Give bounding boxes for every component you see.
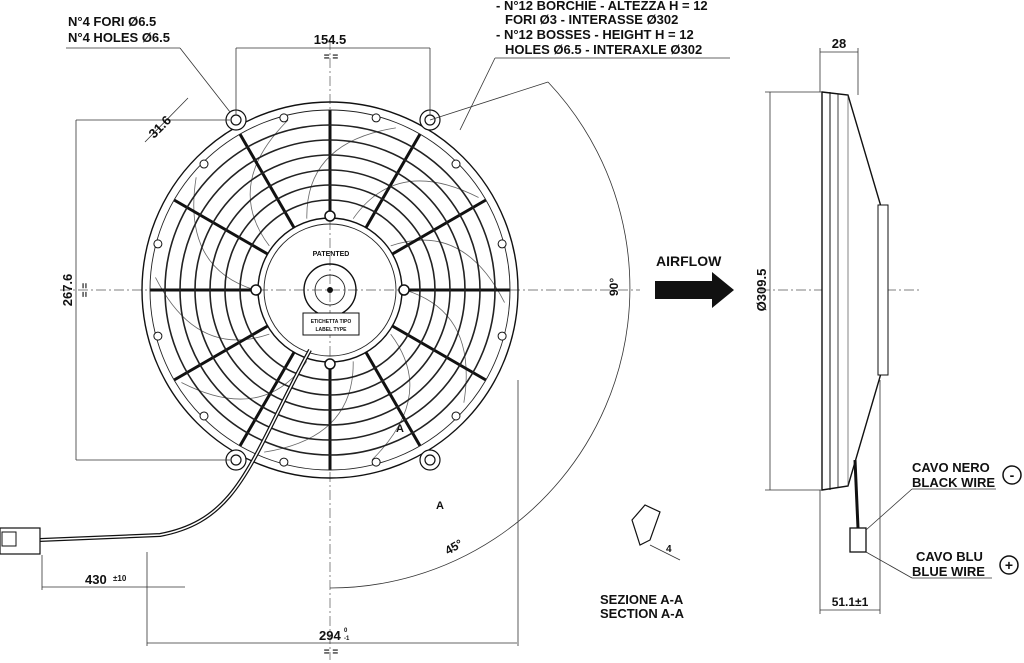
dim-294-tol-lower: -1 (344, 636, 350, 642)
label-type-box (302, 312, 360, 336)
airflow-arrow-icon (655, 272, 734, 308)
hub-screw (324, 358, 336, 370)
side-connector (849, 527, 867, 553)
dim-154-equal: = = (324, 52, 339, 63)
dim-28: 28 (832, 36, 846, 51)
bosses-note-it-2: FORI Ø3 - INTERASSE Ø302 (505, 12, 678, 27)
guard-spoke (391, 198, 487, 256)
outer-shroud (141, 101, 519, 479)
holes-note-it: N°4 FORI Ø6.5 (68, 14, 156, 29)
bosses-note-it-1: - N°12 BORCHIE - ALTEZZA H = 12 (496, 0, 708, 13)
label-type-it: ETICHETTA TIPO (311, 319, 352, 325)
section-dim-line (649, 544, 681, 561)
guard-spoke (391, 324, 487, 382)
black-wire-en: BLACK WIRE (912, 475, 995, 490)
blue-wire-en: BLUE WIRE (912, 564, 985, 579)
minus-symbol: - (1010, 467, 1015, 483)
dim-267-equal: = = (80, 283, 91, 298)
hub-screw (398, 284, 410, 296)
hub-screw (250, 284, 262, 296)
guard-spoke (173, 324, 269, 382)
boss (371, 457, 381, 467)
boss (279, 457, 289, 467)
section-it: SEZIONE A-A (600, 592, 684, 607)
dim-309: Ø309.5 (754, 269, 769, 312)
label-type-en: LABEL TYPE (315, 327, 347, 333)
dim-51: 51.1±1 (832, 595, 869, 609)
boss (497, 239, 507, 249)
dim-430: 430 (85, 572, 107, 587)
blue-wire-leader (865, 551, 913, 579)
fan-side-view (821, 91, 889, 553)
black-wire-leader (865, 488, 913, 531)
fan-front-view (141, 101, 519, 479)
dim-430-tol: ±10 (113, 574, 127, 583)
boss (451, 159, 461, 169)
mounting-hole (230, 114, 242, 126)
boss (497, 331, 507, 341)
dim-31-line (144, 97, 189, 143)
guard-ring (224, 184, 436, 396)
section-a-a-detail (631, 504, 661, 546)
boss (371, 113, 381, 123)
angle-90: 90° (607, 278, 621, 296)
patented-text: PATENTED (313, 251, 350, 258)
section-marker-upper: A (396, 423, 404, 435)
guard-ring (239, 199, 421, 381)
boss (153, 239, 163, 249)
angle-arc-90 (329, 81, 631, 589)
bosses-note-en-1: - N°12 BOSSES - HEIGHT H = 12 (496, 27, 694, 42)
holes-leader (179, 47, 231, 113)
boss (199, 159, 209, 169)
dim-294-tol-upper: 0 (344, 628, 348, 634)
shroud-inner-ring (149, 109, 511, 471)
guard-ring (194, 154, 466, 426)
boss (153, 331, 163, 341)
plus-icon (999, 555, 1019, 575)
cable-highlight (39, 349, 311, 541)
section-dim-4: 4 (666, 544, 672, 555)
black-wire-it: CAVO NERO (912, 460, 990, 475)
minus-icon (1002, 465, 1022, 485)
mounting-hole (230, 454, 242, 466)
dim-154: 154.5 (314, 32, 347, 47)
bosses-note-en-2: HOLES Ø6.5 - INTERAXLE Ø302 (505, 42, 702, 57)
section-en: SECTION A-A (600, 606, 685, 621)
motor-shaft (327, 287, 333, 293)
motor-shaft-ring (314, 274, 346, 306)
boss (451, 411, 461, 421)
angle-45: 45° (443, 536, 466, 557)
boss (199, 411, 209, 421)
guard-spoke (173, 198, 269, 256)
motor-hub-ring (263, 223, 397, 357)
boss (279, 113, 289, 123)
holes-note-en: N°4 HOLES Ø6.5 (68, 30, 170, 45)
mounting-hole (424, 454, 436, 466)
dim-294-equal: = = (324, 647, 339, 658)
airflow-label: AIRFLOW (656, 253, 722, 269)
bosses-leader (459, 57, 496, 131)
plus-symbol: + (1005, 557, 1013, 573)
guard-spoke (364, 351, 422, 447)
guard-spoke (238, 133, 296, 229)
hub-screw (324, 210, 336, 222)
section-marker-lower: A (436, 500, 444, 512)
guard-ring (164, 124, 496, 456)
guard-ring (179, 139, 481, 441)
guard-ring (209, 169, 451, 411)
dim-267: 267.6 (60, 274, 75, 307)
angle-leader (429, 81, 549, 121)
blue-wire-it: CAVO BLU (916, 549, 983, 564)
connector-latch (1, 531, 17, 547)
dim-294: 294 (319, 628, 341, 643)
